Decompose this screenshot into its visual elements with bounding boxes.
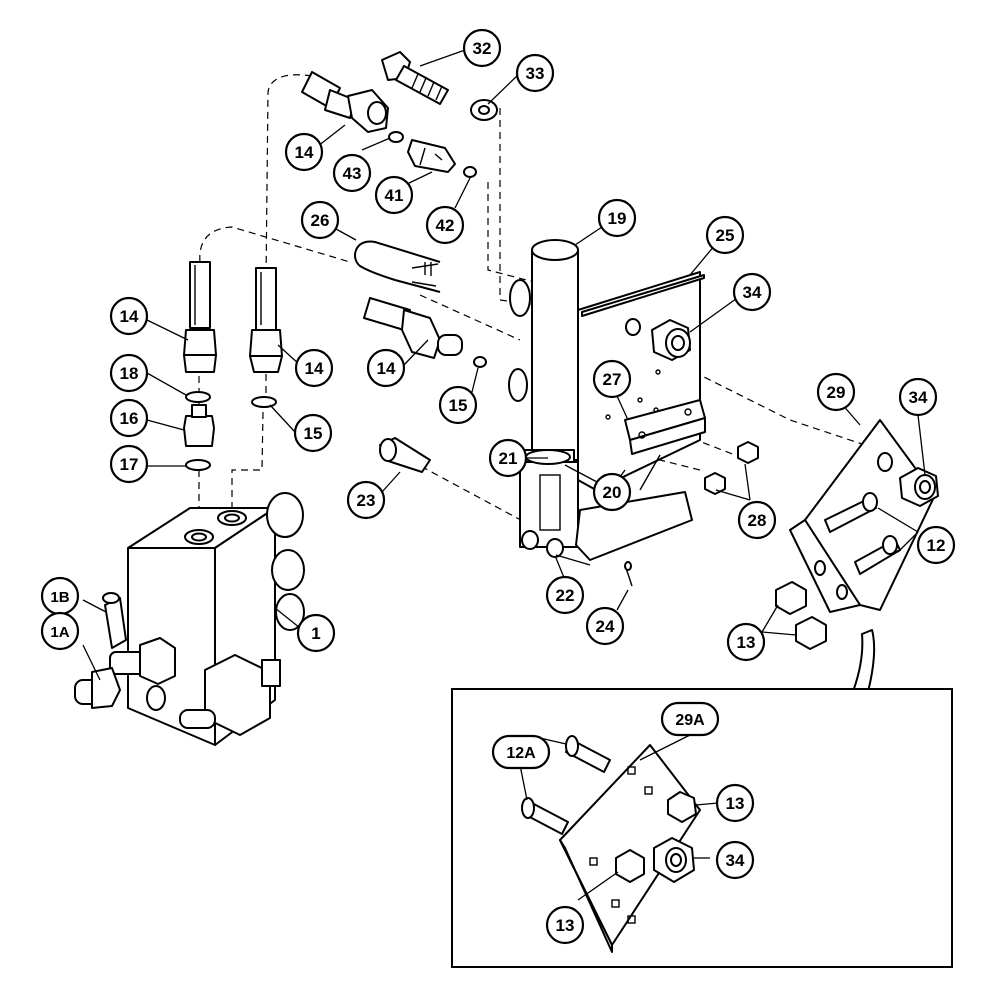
callout-20[interactable]: 20 (592, 472, 632, 512)
callout-34-right[interactable]: 34 (898, 377, 938, 417)
callout-34-inset[interactable]: 34 (715, 840, 755, 880)
callout-1A-label: 1A (50, 624, 69, 641)
callout-14-top-label: 14 (295, 143, 314, 162)
callout-25-label: 25 (716, 226, 735, 245)
callout-18-label: 18 (120, 364, 139, 383)
callout-16[interactable]: 16 (109, 398, 149, 438)
leader-lines (82, 49, 926, 901)
callout-19[interactable]: 19 (597, 198, 637, 238)
callout-29-label: 29 (827, 383, 846, 402)
callout-12[interactable]: 12 (916, 525, 956, 565)
callout-28[interactable]: 28 (737, 500, 777, 540)
callout-13-upper[interactable]: 13 (726, 622, 766, 662)
callout-23[interactable]: 23 (346, 480, 386, 520)
callout-13-inset-left[interactable]: 13 (545, 905, 585, 945)
callout-23-label: 23 (357, 491, 376, 510)
callout-13-inset-right-label: 13 (726, 794, 745, 813)
callout-19-label: 19 (608, 209, 627, 228)
callout-14-left-label: 14 (120, 307, 139, 326)
callout-15-left[interactable]: 15 (293, 413, 333, 453)
callout-29A-label: 29A (675, 712, 705, 729)
callout-29[interactable]: 29 (816, 372, 856, 412)
bolt-32 (381, 51, 498, 121)
callout-bubbles: 32 33 14 43 41 42 26 19 25 34 14 14 14 1… (40, 28, 956, 945)
callout-24[interactable]: 24 (585, 606, 625, 646)
callout-21-label: 21 (499, 449, 518, 468)
callout-17-label: 17 (120, 455, 139, 474)
callout-12-label: 12 (927, 536, 946, 555)
callout-13-upper-label: 13 (737, 633, 756, 652)
valve-block (74, 492, 305, 746)
callout-22[interactable]: 22 (545, 575, 585, 615)
callout-17[interactable]: 17 (109, 444, 149, 484)
callout-15-mid-label: 15 (449, 396, 468, 415)
upper-hoses (301, 71, 487, 368)
callout-24-label: 24 (596, 617, 615, 636)
callout-14-right[interactable]: 14 (294, 348, 334, 388)
callout-14-left[interactable]: 14 (109, 296, 149, 336)
callout-42[interactable]: 42 (425, 205, 465, 245)
callout-32-label: 32 (473, 39, 492, 58)
left-hoses (183, 261, 283, 471)
callout-41-label: 41 (385, 186, 404, 205)
callout-20-label: 20 (603, 483, 622, 502)
bracket-27 (555, 399, 706, 566)
callout-29A[interactable]: 29A (660, 701, 720, 737)
u-bolt (354, 240, 441, 293)
callout-26-label: 26 (311, 211, 330, 230)
callout-16-label: 16 (120, 409, 139, 428)
callout-1[interactable]: 1 (296, 613, 336, 653)
callout-43-label: 43 (343, 164, 362, 183)
callout-12A[interactable]: 12A (491, 734, 551, 770)
callout-21[interactable]: 21 (488, 438, 528, 478)
callout-41[interactable]: 41 (374, 175, 414, 215)
callout-33[interactable]: 33 (515, 53, 555, 93)
callout-26[interactable]: 26 (300, 200, 340, 240)
cylinder (508, 239, 579, 558)
callout-15-left-label: 15 (304, 424, 323, 443)
callout-12A-label: 12A (506, 745, 536, 762)
callout-34-right-label: 34 (909, 388, 928, 407)
callout-14-mid-label: 14 (377, 359, 396, 378)
callout-1B[interactable]: 1B (40, 576, 80, 616)
callout-34-inset-label: 34 (726, 851, 745, 870)
callout-25[interactable]: 25 (705, 215, 745, 255)
callout-13-inset-right[interactable]: 13 (715, 783, 755, 823)
callout-14-top[interactable]: 14 (284, 132, 324, 172)
callout-34-upper[interactable]: 34 (732, 272, 772, 312)
callout-32[interactable]: 32 (462, 28, 502, 68)
callout-33-label: 33 (526, 64, 545, 83)
callout-15-mid[interactable]: 15 (438, 385, 478, 425)
callout-14-right-label: 14 (305, 359, 324, 378)
callout-42-label: 42 (436, 216, 455, 235)
callout-27[interactable]: 27 (592, 359, 632, 399)
callout-14-mid[interactable]: 14 (366, 348, 406, 388)
callout-28-label: 28 (748, 511, 767, 530)
callout-43[interactable]: 43 (332, 153, 372, 193)
small-hardware (379, 437, 759, 587)
callout-34-upper-label: 34 (743, 283, 762, 302)
callout-1-label: 1 (311, 624, 320, 643)
callout-18[interactable]: 18 (109, 353, 149, 393)
callout-1B-label: 1B (50, 589, 69, 606)
callout-27-label: 27 (603, 370, 622, 389)
callout-1A[interactable]: 1A (40, 611, 80, 651)
callout-13-inset-left-label: 13 (556, 916, 575, 935)
callout-22-label: 22 (556, 586, 575, 605)
